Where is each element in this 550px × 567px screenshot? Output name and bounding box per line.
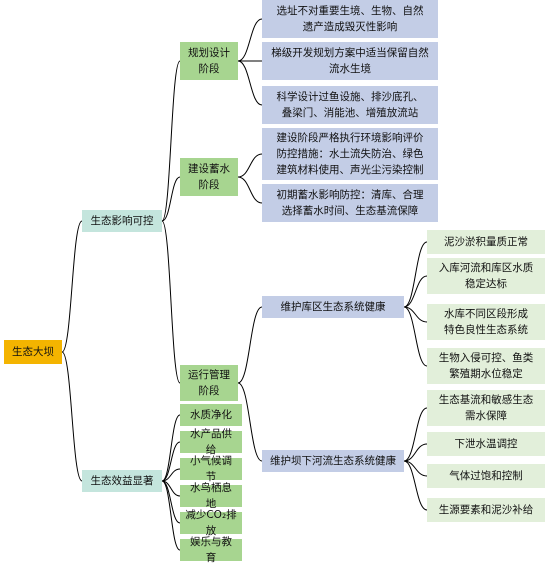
connector-stage-operation-to-reservoir-health-node bbox=[237, 306, 263, 384]
downstream-item-2: 下泄水温调控 bbox=[427, 432, 545, 456]
benefit-item-1: 水质净化 bbox=[180, 404, 242, 426]
benefit-node: 生态效益显著 bbox=[82, 470, 162, 492]
reservoir-item-4-line-2: 繁殖期水位稳定 bbox=[449, 368, 523, 380]
reservoir-item-3-line-1: 水库不同区段形成 bbox=[444, 308, 528, 320]
connector-root-node-to-impact-node bbox=[61, 220, 83, 353]
downstream-item-4-line-1: 生源要素和泥沙补给 bbox=[438, 504, 534, 516]
construction-item-2: 初期蓄水影响防控：清库、合理选择蓄水时间、生态基流保障 bbox=[262, 184, 438, 222]
construction-item-1: 建设阶段严格执行环境影响评价防控措施：水土流失防治、绿色建筑材料使用、声光尘污染… bbox=[262, 128, 438, 180]
reservoir-item-4: 生物入侵可控、鱼类繁殖期水位稳定 bbox=[427, 348, 545, 384]
reservoir-item-1-line-1: 泥沙淤积量质正常 bbox=[444, 236, 528, 248]
reservoir-item-2-line-1: 入库河流和库区水质 bbox=[438, 262, 534, 274]
connector-root-node-to-benefit-node bbox=[61, 351, 83, 482]
downstream-item-1-line-2: 需水保障 bbox=[465, 410, 507, 422]
reservoir-health-node: 维护库区生态系统健康 bbox=[262, 296, 404, 318]
construction-item-2-line-1: 初期蓄水影响防控：清库、合理 bbox=[276, 189, 424, 201]
planning-item-1-line-2: 遗产造成毁灭性影响 bbox=[302, 21, 398, 33]
construction-item-2-line-2: 选择蓄水时间、生态基流保障 bbox=[281, 205, 419, 217]
connector-reservoir-health-node-to-reservoir-item-1 bbox=[403, 241, 428, 308]
stage-planning-line-1: 规划设计 bbox=[188, 47, 230, 59]
connector-downstream-health-node-to-downstream-item-2 bbox=[403, 443, 428, 462]
connector-stage-planning-to-planning-item-1 bbox=[237, 18, 263, 62]
benefit-item-3: 小气候调节 bbox=[180, 455, 242, 483]
benefit-item-5: 减少CO₂排放 bbox=[180, 509, 242, 537]
downstream-item-1: 生态基流和敏感生态需水保障 bbox=[427, 390, 545, 426]
connector-impact-node-to-stage-construction bbox=[161, 176, 181, 222]
planning-item-3-line-2: 叠梁门、消能池、增殖放流站 bbox=[281, 107, 419, 119]
reservoir-item-3: 水库不同区段形成特色良性生态系统 bbox=[427, 304, 545, 340]
stage-construction-line-1: 建设蓄水 bbox=[188, 163, 230, 175]
stage-construction: 建设蓄水阶段 bbox=[180, 158, 238, 196]
downstream-health-node: 维护坝下河流生态系统健康 bbox=[262, 450, 404, 472]
planning-item-3: 科学设计过鱼设施、排沙底孔、叠梁门、消能池、增殖放流站 bbox=[262, 86, 438, 124]
benefit-item-4: 水鸟栖息地 bbox=[180, 482, 242, 510]
planning-item-2-line-2: 流水生境 bbox=[329, 63, 371, 75]
root-node: 生态大坝 bbox=[4, 340, 62, 364]
stage-operation: 运行管理阶段 bbox=[180, 365, 238, 401]
connector-downstream-health-node-to-downstream-item-1 bbox=[403, 407, 428, 462]
connector-downstream-health-node-to-downstream-item-4 bbox=[403, 460, 428, 511]
construction-item-1-line-3: 建筑材料使用、声光尘污染控制 bbox=[276, 164, 424, 176]
stage-operation-line-2: 阶段 bbox=[198, 385, 220, 397]
reservoir-item-4-line-1: 生物入侵可控、鱼类 bbox=[438, 352, 534, 364]
reservoir-item-1: 泥沙淤积量质正常 bbox=[427, 230, 545, 254]
planning-item-1: 选址不对重要生境、生物、自然遗产造成毁灭性影响 bbox=[262, 0, 438, 38]
construction-item-1-line-1: 建设阶段严格执行环境影响评价 bbox=[276, 132, 424, 144]
downstream-item-3: 气体过饱和控制 bbox=[427, 464, 545, 488]
reservoir-item-2-line-2: 稳定达标 bbox=[465, 278, 507, 290]
connector-benefit-node-to-benefit-item-1 bbox=[161, 414, 181, 482]
connector-stage-construction-to-construction-item-2 bbox=[237, 176, 263, 204]
downstream-item-4: 生源要素和泥沙补给 bbox=[427, 498, 545, 522]
planning-item-3-line-1: 科学设计过鱼设施、排沙底孔、 bbox=[276, 91, 424, 103]
connector-stage-planning-to-planning-item-3 bbox=[237, 60, 263, 106]
planning-item-2: 梯级开发规划方案中适当保留自然流水生境 bbox=[262, 42, 438, 80]
connector-stage-construction-to-construction-item-1 bbox=[237, 153, 263, 178]
reservoir-item-2: 入库河流和库区水质稳定达标 bbox=[427, 258, 545, 294]
connector-benefit-node-to-benefit-item-6 bbox=[161, 480, 181, 551]
stage-planning-line-2: 阶段 bbox=[198, 63, 220, 75]
downstream-item-2-line-1: 下泄水温调控 bbox=[454, 438, 518, 450]
benefit-item-2: 水产品供给 bbox=[180, 428, 242, 456]
connector-benefit-node-to-benefit-item-3 bbox=[161, 468, 181, 482]
stage-operation-line-1: 运行管理 bbox=[188, 369, 230, 381]
reservoir-item-3-line-2: 特色良性生态系统 bbox=[444, 324, 528, 336]
connector-benefit-node-to-benefit-item-2 bbox=[161, 441, 181, 482]
connector-reservoir-health-node-to-reservoir-item-4 bbox=[403, 306, 428, 367]
connector-reservoir-health-node-to-reservoir-item-2 bbox=[403, 275, 428, 308]
connector-reservoir-health-node-to-reservoir-item-3 bbox=[403, 306, 428, 323]
downstream-item-3-line-1: 气体过饱和控制 bbox=[449, 470, 523, 482]
stage-planning: 规划设计阶段 bbox=[180, 42, 238, 80]
connector-impact-node-to-stage-planning bbox=[161, 60, 181, 222]
connector-impact-node-to-stage-operation bbox=[161, 220, 181, 384]
benefit-item-6: 娱乐与教育 bbox=[180, 536, 242, 564]
stage-construction-line-2: 阶段 bbox=[198, 179, 220, 191]
downstream-item-1-line-1: 生态基流和敏感生态 bbox=[438, 394, 534, 406]
planning-item-1-line-1: 选址不对重要生境、生物、自然 bbox=[276, 5, 424, 17]
connector-stage-operation-to-downstream-health-node bbox=[237, 382, 263, 462]
planning-item-2-line-1: 梯级开发规划方案中适当保留自然 bbox=[271, 47, 429, 59]
impact-node: 生态影响可控 bbox=[82, 210, 162, 232]
construction-item-1-line-2: 防控措施：水土流失防治、绿色 bbox=[276, 148, 424, 160]
